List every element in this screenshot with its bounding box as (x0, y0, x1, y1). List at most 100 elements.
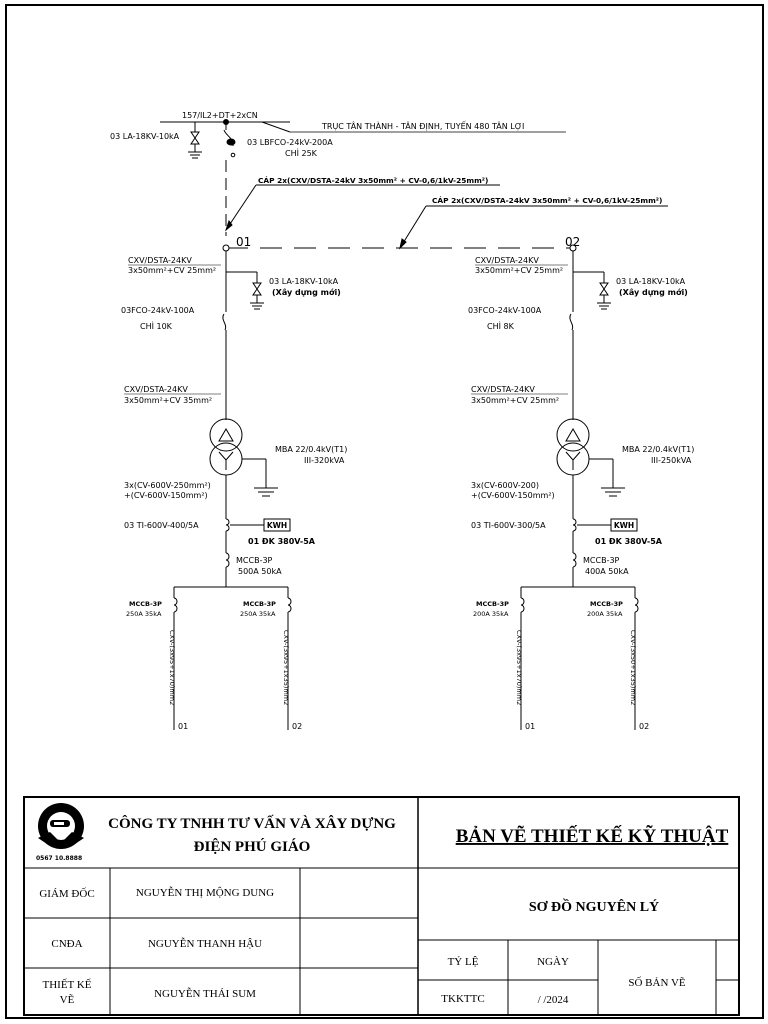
delta-winding-icon (565, 428, 581, 442)
name-tk: NGUYỄN THÁI SUM (154, 987, 256, 1000)
meter-label: 01 ĐK 380V-5A (248, 537, 316, 546)
line-label: TRỤC TÂN THÀNH - TÂN ĐỊNH, TUYẾN 480 TÂN… (321, 120, 524, 132)
current-transformer-icon (572, 518, 577, 532)
company-name-line2: ĐIỆN PHÚ GIÁO (194, 838, 311, 855)
branch-mccb-rating: 250A 35kA (126, 610, 162, 618)
la-note: (Xây dựng mới) (272, 287, 341, 297)
lbfco-fuse: CHÌ 25K (285, 147, 318, 158)
cable-note-2: CÁP 2x(CXV/DSTA-24kV 3x50mm² + CV-0,6/1k… (432, 196, 662, 205)
branch-mccb-rating: 250A 35kA (240, 610, 276, 618)
role-gd: GIÁM ĐỐC (39, 887, 94, 900)
fco-label: 03FCO-24kV-100A (468, 306, 542, 315)
fco-label: 03FCO-24kV-100A (121, 306, 195, 315)
main-breaker-icon (572, 552, 577, 568)
branch-cable-label: CXV-(3x50+1x35)mm2 (629, 630, 637, 705)
branch-cable-label: CXV-(3x95+1x70)mm2 (168, 630, 176, 705)
cable-in-label: CXV/DSTA-24KV (475, 256, 539, 265)
meter-text: KWH (614, 521, 634, 530)
station-node (222, 244, 230, 252)
lv-cable-label: 3x(CV-600V-250mm²) (124, 481, 211, 490)
fco-fuse: CHÌ 8K (487, 320, 515, 331)
transformer-secondary-icon (209, 442, 243, 476)
transformer-label: MBA 22/0.4kV(T1) (275, 445, 347, 454)
drawing-title: BẢN VẼ THIẾT KẾ KỸ THUẬT (456, 825, 729, 847)
main-mccb-label: MCCB-3P (583, 556, 620, 565)
role-cnda: CNĐA (51, 938, 82, 950)
company-name-line1: CÔNG TY TNHH TƯ VẤN VÀ XÂY DỰNG (108, 815, 396, 832)
main-mccb-label: MCCB-3P (236, 556, 273, 565)
branch-breaker-icon (173, 597, 178, 613)
la-label: 03 LA-18KV-10kA (616, 277, 686, 286)
sheet-no-label: SỐ BẢN VẼ (628, 976, 686, 989)
sheet-frame (5, 4, 764, 1019)
transformer-primary-icon (209, 418, 243, 452)
company-logo: 0567 10.8888 (36, 803, 84, 862)
transformer-label: MBA 22/0.4kV(T1) (622, 445, 694, 454)
branch-mccb-label: MCCB-3P (476, 600, 509, 608)
title-block (23, 796, 740, 1016)
la-note: (Xây dựng mới) (619, 287, 688, 297)
meter-label: 01 ĐK 380V-5A (595, 537, 663, 546)
lv-cable-label: 3x(CV-600V-200) (471, 481, 539, 490)
lbfco-label: 03 LBFCO-24kV-200A (247, 138, 333, 147)
cable-tx-size: 3x50mm²+CV 25mm² (471, 396, 559, 405)
meter-icon (263, 518, 291, 532)
cable-tx-label: CXV/DSTA-24KV (471, 385, 535, 394)
branch-cable-label: CXV-(3x95+1x35)mm2 (282, 630, 290, 705)
fuse-cutout-icon (569, 313, 574, 331)
logo-text: 0567 10.8888 (36, 855, 82, 862)
surge-arrester-icon (252, 282, 262, 296)
source-la-label: 03 LA-18KV-10kA (110, 132, 180, 141)
name-gd: NGUYỄN THỊ MỘNG DUNG (136, 886, 274, 899)
surge-arrester-icon (599, 282, 609, 296)
la-label: 03 LA-18KV-10kA (269, 277, 339, 286)
station-id: 02 (565, 235, 580, 249)
meter-text: KWH (267, 521, 287, 530)
scale-label: TỶ LỆ (448, 956, 479, 968)
date-value: / /2024 (538, 994, 569, 1006)
lv-cable-label-2: +(CV-600V-150mm²) (471, 491, 555, 500)
current-transformer-icon (225, 518, 230, 532)
lv-cable-label-2: +(CV-600V-150mm²) (124, 491, 208, 500)
branch-out-label: 02 (639, 722, 649, 731)
transformer-secondary-icon (556, 442, 590, 476)
source-labels: 157/IL2+DT+2xCN TRỤC TÂN THÀNH - TÂN ĐỊN… (110, 111, 662, 205)
branch-mccb-label: MCCB-3P (129, 600, 162, 608)
transformer-rating: III-250kVA (651, 456, 692, 465)
cable-in-label: CXV/DSTA-24KV (128, 256, 192, 265)
fco-fuse: CHÌ 10K (140, 320, 173, 331)
branch-01: MCCB-3P 200A 35kA CXV-(3x95+1x70)mm2 01 (473, 587, 535, 731)
scale-value: TKKTTC (441, 993, 484, 1005)
branch-out-label: 02 (292, 722, 302, 731)
branch-mccb-label: MCCB-3P (243, 600, 276, 608)
branch-mccb-rating: 200A 35kA (587, 610, 623, 618)
sheet-title: SƠ ĐỒ NGUYÊN LÝ (529, 897, 659, 915)
surge-arrester-icon (190, 131, 200, 145)
branch-02: MCCB-3P 250A 35kA CXV-(3x95+1x35)mm2 02 (240, 587, 302, 731)
arrow-icon (224, 219, 233, 232)
role-tk-2: VẼ (60, 994, 75, 1006)
main-mccb-rating: 400A 50kA (585, 567, 629, 576)
wye-winding-icon (218, 451, 234, 470)
branch-mccb-rating: 200A 35kA (473, 610, 509, 618)
feeder-label: 157/IL2+DT+2xCN (182, 111, 258, 120)
cable-in-size: 3x50mm²+CV 25mm² (128, 266, 216, 275)
branch-breaker-icon (634, 597, 639, 613)
branch-out-label: 01 (525, 722, 535, 731)
source-section (160, 119, 668, 250)
fuse-cutout-icon (222, 313, 227, 331)
station-id: 01 (236, 235, 251, 249)
cable-note-1: CÁP 2x(CXV/DSTA-24kV 3x50mm² + CV-0,6/1k… (258, 176, 488, 185)
cable-tx-label: CXV/DSTA-24KV (124, 385, 188, 394)
role-tk: THIẾT KẾ (43, 978, 92, 991)
meter-icon (610, 518, 638, 532)
main-mccb-rating: 500A 50kA (238, 567, 282, 576)
branch-cable-label: CXV-(3x95+1x70)mm2 (515, 630, 523, 705)
delta-winding-icon (218, 428, 234, 442)
